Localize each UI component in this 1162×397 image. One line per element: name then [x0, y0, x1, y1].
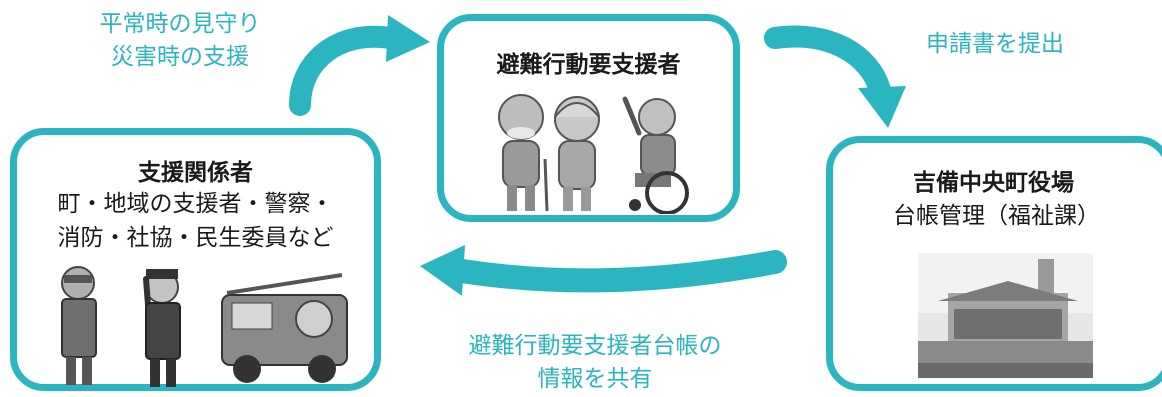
label-watch-support-line2: 災害時の支援 — [111, 44, 249, 70]
box-town-office: 吉備中央町役場 台帳管理（福祉課） — [826, 136, 1162, 391]
label-share-info-line2: 情報を共有 — [537, 366, 653, 392]
town-office-photo — [918, 253, 1093, 378]
box-town-office-title: 吉備中央町役場 — [913, 170, 1074, 196]
firefighter-icon — [61, 266, 97, 385]
label-watch-support-line1: 平常時の見守り — [99, 11, 261, 37]
wheelchair-user-icon — [622, 96, 689, 214]
label-submit-application: 申請書を提出 — [926, 31, 1064, 57]
box-evacuation-support-person: 避難行動要支援者 — [437, 14, 740, 222]
fire-truck-icon — [221, 273, 348, 383]
box-support-partners-description: 町・地域の支援者・警察・ 消防・社協・民生委員など — [17, 187, 374, 255]
box-town-office-subtitle: 台帳管理（福祉課） — [893, 203, 1100, 229]
label-share-info: 避難行動要支援者台帳の 情報を共有 — [430, 330, 760, 396]
elderly-man-icon — [498, 94, 549, 212]
support-partners-line1: 町・地域の支援者・警察・ — [57, 191, 334, 217]
arrow-support-to-person — [289, 15, 430, 116]
responders-illustration — [61, 266, 348, 387]
elderly-people-illustration — [498, 94, 689, 214]
elderly-woman-icon — [554, 96, 600, 211]
box-support-partners: 支援関係者 町・地域の支援者・警察・ 消防・社協・民生委員など — [10, 128, 381, 391]
box-evacuation-support-person-title: 避難行動要支援者 — [496, 52, 681, 78]
arrow-person-to-office — [764, 25, 906, 128]
police-officer-icon — [143, 269, 181, 387]
support-partners-line2: 消防・社協・民生委員など — [57, 225, 334, 251]
label-watch-support: 平常時の見守り 災害時の支援 — [70, 8, 290, 74]
label-share-info-line1: 避難行動要支援者台帳の — [468, 333, 722, 359]
arrow-office-to-support — [420, 245, 787, 296]
box-support-partners-title: 支援関係者 — [138, 160, 253, 186]
